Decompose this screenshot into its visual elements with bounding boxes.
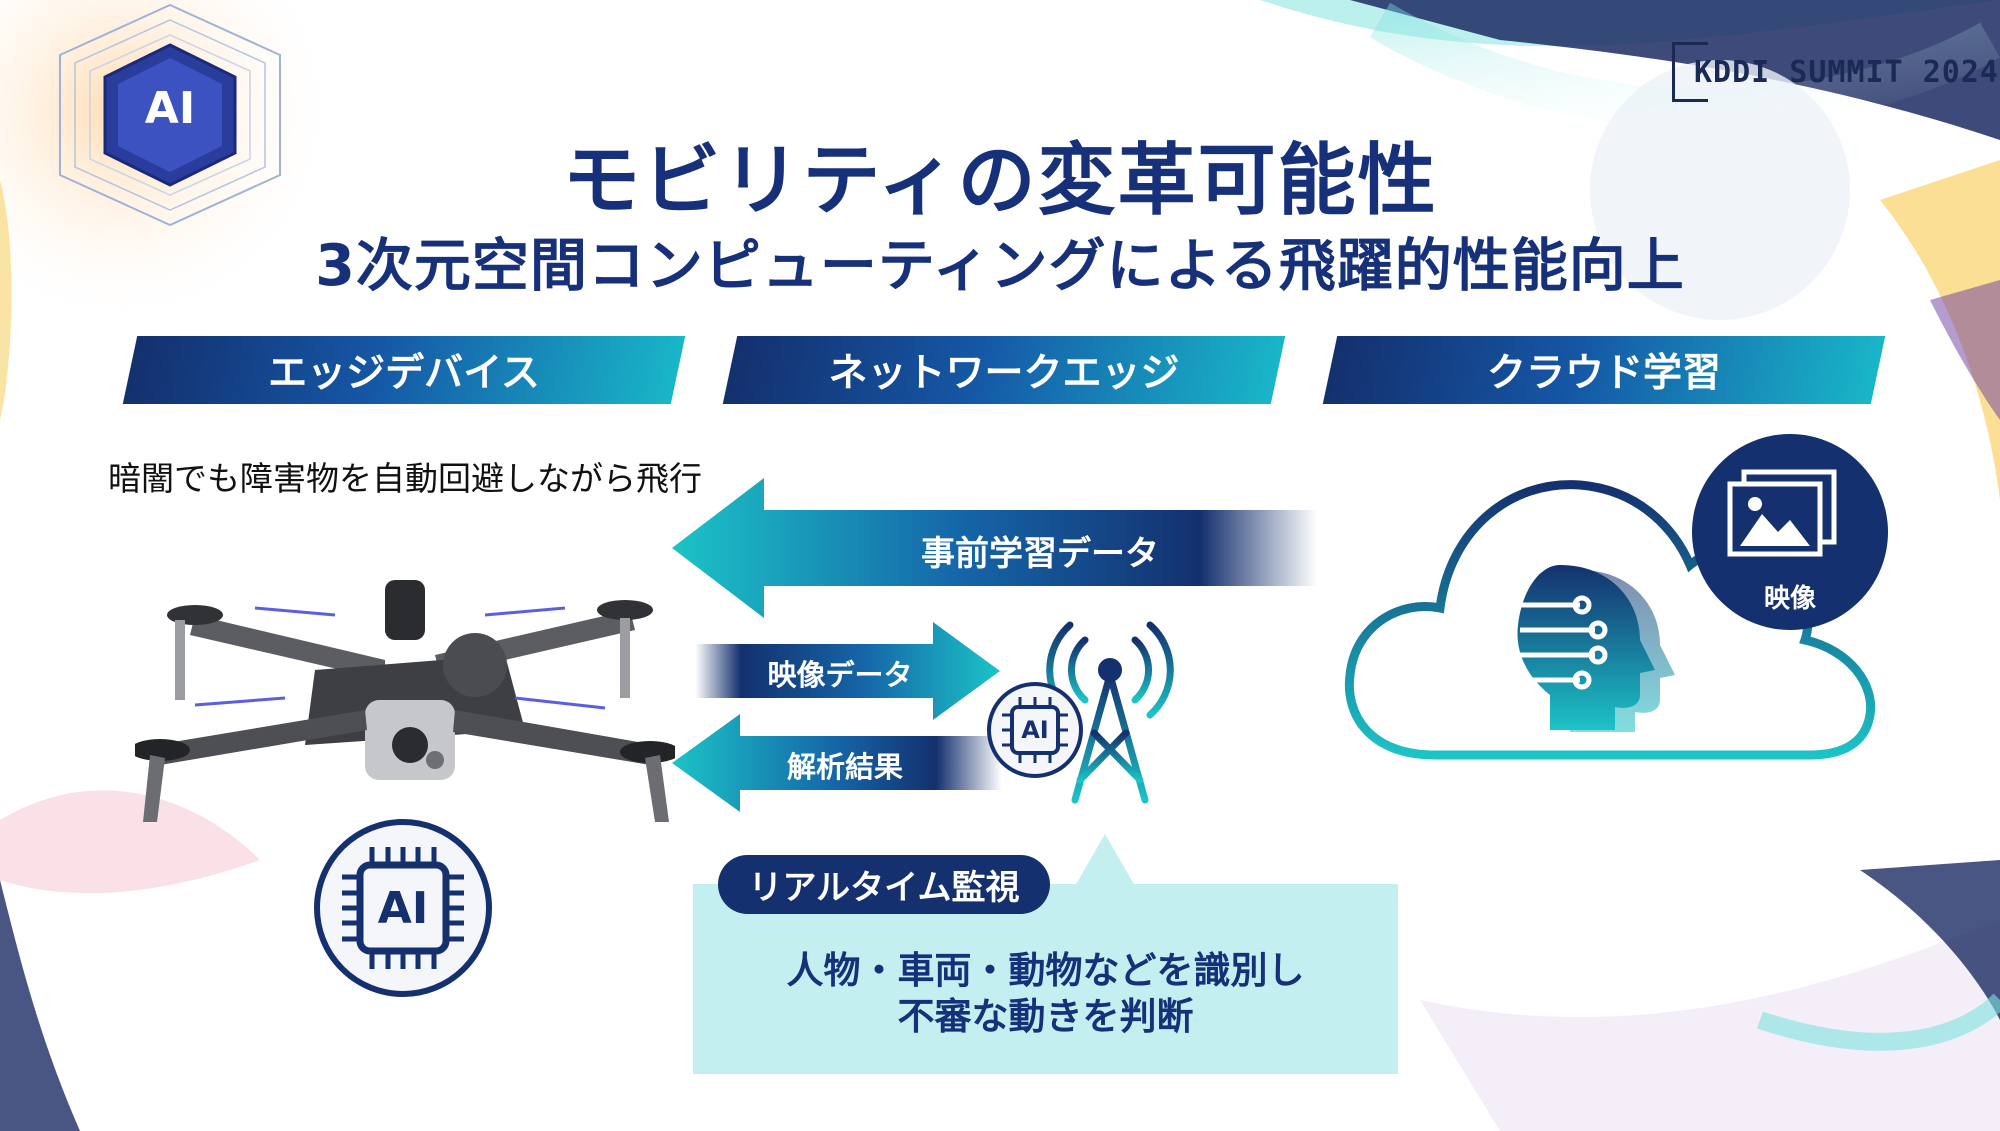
kddi-summit-logo: KDDI SUMMIT 2024 — [1672, 42, 1999, 102]
analysis-result-label: 解析結果 — [786, 750, 903, 784]
callout-tag: リアルタイム監視 — [718, 855, 1050, 914]
callout-line-1: 人物・車両・動物などを識別し — [786, 949, 1305, 992]
page-subtitle: 3次元空間コンピューティングによる飛躍的性能向上 — [315, 233, 1685, 299]
logo-text: KDDI SUMMIT 2024 — [1694, 54, 1999, 90]
ai-hexagon-badge — [59, 3, 281, 227]
drone-image — [135, 580, 675, 822]
column-header-network-label: ネットワークエッジ — [828, 351, 1180, 396]
page-title: モビリティの変革可能性 — [562, 136, 1438, 226]
antenna-tower-icon — [1046, 621, 1174, 804]
logo-bracket-icon — [1672, 42, 1708, 102]
network-ai-chip-label: AI — [1021, 716, 1049, 744]
ai-heads-icon — [1517, 565, 1675, 732]
column-header-cloud: クラウド学習 — [1322, 336, 1886, 404]
video-data-label: 映像データ — [767, 658, 913, 692]
analysis-result-arrow — [672, 714, 1002, 812]
edge-ai-chip-label: AI — [377, 882, 429, 934]
column-header-edge-label: エッジデバイス — [268, 351, 540, 396]
column-header-network: ネットワークエッジ — [722, 336, 1286, 404]
column-header-cloud-label: クラウド学習 — [1486, 351, 1721, 396]
video-data-arrow — [695, 622, 1000, 720]
callout-box — [693, 884, 1398, 1074]
callout-line-2: 不審な動きを判断 — [897, 995, 1194, 1038]
network-ai-chip-icon — [987, 682, 1083, 778]
video-image-label: 映像 — [1763, 584, 1816, 614]
edge-description: 暗闇でも障害物を自動回避しながら飛行 — [108, 459, 702, 498]
edge-ai-chip-icon — [314, 819, 492, 997]
video-image-icon — [1692, 434, 1888, 630]
callout-pointer — [1075, 834, 1135, 886]
ai-badge-label: AI — [144, 82, 196, 134]
column-header-edge: エッジデバイス — [122, 336, 686, 404]
pretrain-data-arrow — [672, 478, 1317, 618]
pretrain-data-label: 事前学習データ — [921, 534, 1159, 574]
